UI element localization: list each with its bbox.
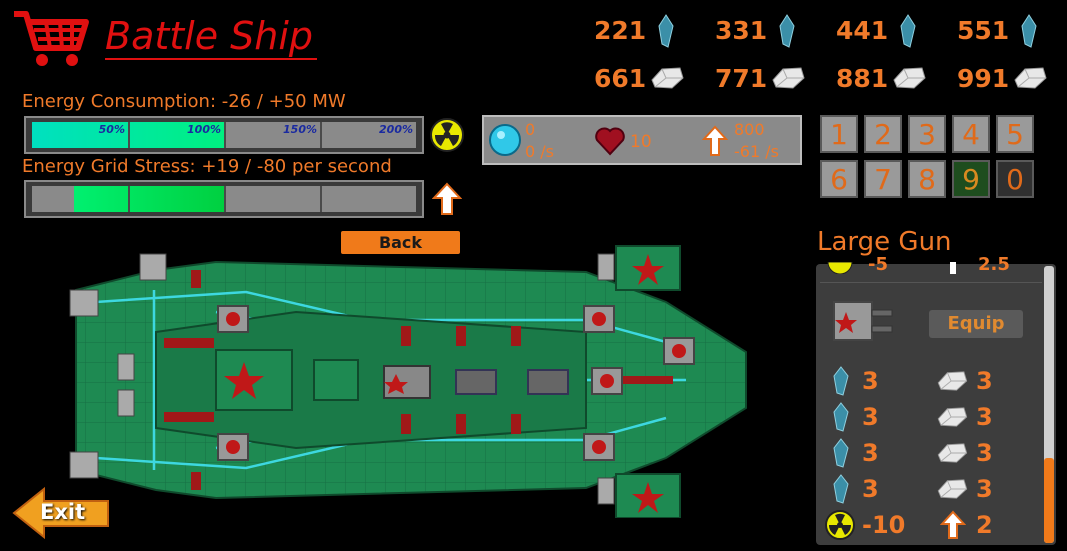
tick-label: 50% (98, 123, 125, 136)
thrust-rate: -61 /s (734, 142, 779, 161)
tick-label: 200% (379, 123, 413, 136)
equip-button[interactable]: Equip (929, 310, 1023, 338)
ore-icon (937, 479, 968, 499)
radiation-icon (827, 262, 853, 274)
arrow-up-icon (950, 262, 956, 274)
ore-icon (937, 371, 968, 391)
ore-count: 771 (715, 64, 768, 93)
numpad-key-2[interactable]: 2 (864, 115, 902, 153)
arrow-up-icon (940, 510, 966, 539)
partial-energy-value: -5 (868, 254, 888, 274)
ore-icon (937, 407, 968, 427)
thrust-value: 800 (734, 120, 765, 139)
numpad-key-8[interactable]: 8 (908, 160, 946, 198)
ore-count: 881 (836, 64, 889, 93)
crystal-count: 331 (715, 16, 768, 45)
crystal-icon (833, 366, 849, 396)
crystal-icon (658, 14, 674, 48)
shield-orb-icon (489, 124, 521, 156)
ore-icon (651, 67, 684, 89)
exit-button[interactable]: Exit (40, 500, 86, 524)
panel-scrollbar[interactable] (1044, 266, 1054, 543)
battleship-hull[interactable] (66, 242, 750, 518)
crystal-cost: 3 (862, 439, 879, 467)
heart-icon (595, 127, 625, 156)
panel-title: Large Gun (817, 227, 952, 257)
energy-consumption-bar: 50% 100% 150% 200% (24, 116, 424, 154)
partial-thrust-value: 2.5 (978, 254, 1010, 274)
numpad-key-1[interactable]: 1 (820, 115, 858, 153)
ore-cost: 3 (976, 403, 993, 431)
tick-label: 150% (283, 123, 317, 136)
panel-divider (820, 282, 1042, 283)
arrow-up-icon (432, 182, 462, 215)
numpad-key-7[interactable]: 7 (864, 160, 902, 198)
exit-button-arrow[interactable] (12, 486, 112, 540)
energy-consumption-label: Energy Consumption: -26 / +50 MW (22, 91, 346, 112)
numpad-key-3[interactable]: 3 (908, 115, 946, 153)
numpad-key-6[interactable]: 6 (820, 160, 858, 198)
radiation-icon (430, 118, 464, 152)
ore-icon (893, 67, 926, 89)
numpad-key-5[interactable]: 5 (996, 115, 1034, 153)
panel-energy-value: -10 (862, 511, 906, 539)
numpad-key-4[interactable]: 4 (952, 115, 990, 153)
ore-cost: 3 (976, 475, 993, 503)
tick-label: 100% (187, 123, 221, 136)
ore-icon (1014, 67, 1047, 89)
numpad-key-9[interactable]: 9 (952, 160, 990, 198)
shopping-cart-icon[interactable] (12, 8, 90, 70)
crystal-count: 441 (836, 16, 889, 45)
crystal-cost: 3 (862, 403, 879, 431)
crystal-count: 221 (594, 16, 647, 45)
energy-stress-label: Energy Grid Stress: +19 / -80 per second (22, 156, 392, 177)
ore-count: 991 (957, 64, 1010, 93)
crystal-count: 551 (957, 16, 1010, 45)
crystal-icon (1021, 14, 1037, 48)
ore-icon (937, 443, 968, 463)
energy-stress-bar (24, 180, 424, 218)
panel-thrust-value: 2 (976, 511, 993, 539)
large-gun-icon (833, 301, 893, 341)
page-title: Battle Ship (105, 14, 318, 60)
back-button[interactable]: Back (341, 231, 460, 254)
shield-value: 0 (525, 120, 536, 139)
radiation-icon (825, 510, 855, 540)
panel-scrollbar-thumb[interactable] (1044, 458, 1054, 543)
thrust-arrow-icon (702, 125, 728, 156)
crystal-icon (833, 402, 849, 432)
crystal-cost: 3 (862, 367, 879, 395)
ore-icon (772, 67, 805, 89)
crystal-icon (833, 438, 849, 468)
ore-cost: 3 (976, 367, 993, 395)
shield-rate: 0 /s (525, 142, 554, 161)
crystal-cost: 3 (862, 475, 879, 503)
ore-count: 661 (594, 64, 647, 93)
ship-stats-panel (482, 115, 802, 165)
numpad-key-0[interactable]: 0 (996, 160, 1034, 198)
energy-stress-fill (74, 186, 224, 212)
health-value: 10 (630, 132, 652, 152)
ore-cost: 3 (976, 439, 993, 467)
crystal-icon (833, 474, 849, 504)
crystal-icon (900, 14, 916, 48)
crystal-icon (779, 14, 795, 48)
